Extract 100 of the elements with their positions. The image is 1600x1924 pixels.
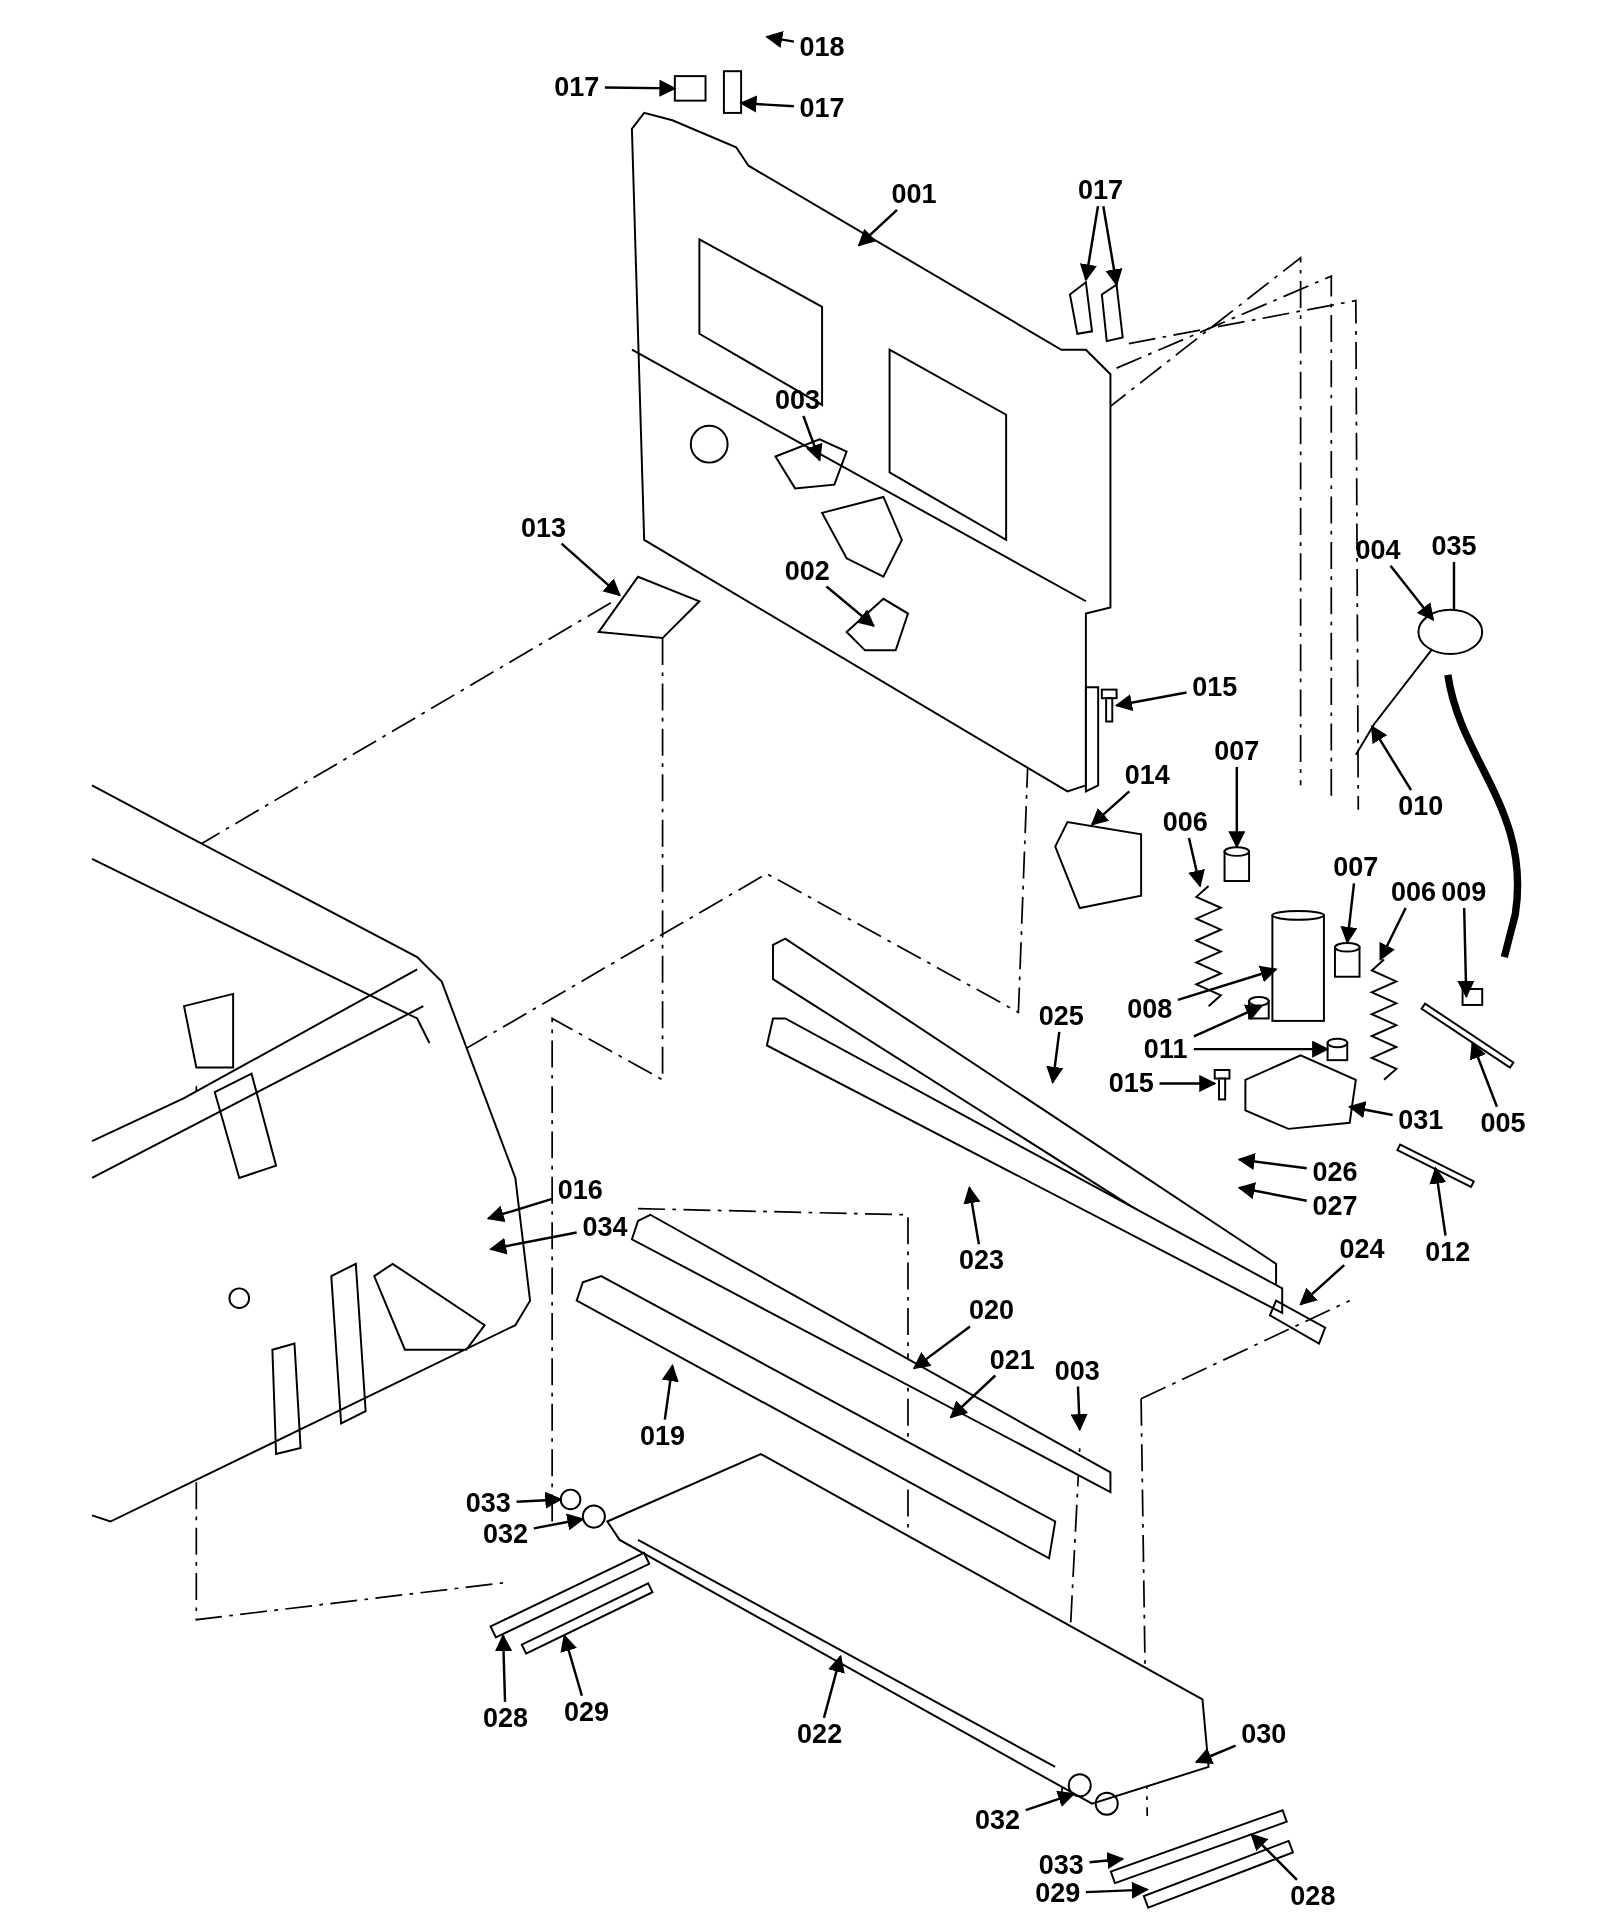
callout-number: 033 (1038, 1851, 1084, 1879)
leader-line (560, 1633, 584, 1697)
callout-number: 012 (1425, 1238, 1471, 1266)
callout-number: 022 (797, 1720, 843, 1748)
leader-line (857, 208, 898, 247)
pin (1420, 1002, 1515, 1069)
leader-line (1379, 907, 1407, 962)
callout-number: 019 (640, 1422, 686, 1450)
callout-number: 002 (784, 557, 830, 585)
leader-line (560, 542, 621, 597)
callout-number: 003 (775, 386, 821, 414)
spring (1193, 884, 1224, 1008)
callout-number: 028 (483, 1704, 529, 1732)
callout-number: 026 (1312, 1158, 1358, 1186)
leader-line (1469, 1041, 1499, 1108)
bolt (1213, 1069, 1231, 1101)
cylinder (1271, 910, 1325, 1022)
leader-line (1299, 1264, 1346, 1306)
leader-line (1025, 1790, 1076, 1812)
leader-line (1457, 908, 1475, 999)
leader-line (1177, 965, 1278, 1002)
leader-line (486, 1197, 553, 1223)
callout-number: 032 (975, 1806, 1021, 1834)
callout-number: 023 (959, 1246, 1005, 1274)
leader-line (949, 1374, 997, 1419)
leader-line (963, 1186, 981, 1245)
leader-line (516, 1491, 563, 1509)
leader-line (1159, 1074, 1217, 1093)
bushing (581, 1504, 606, 1529)
spacer (1334, 942, 1361, 978)
channel-bracket (489, 1551, 651, 1639)
callout-number: 015 (1192, 673, 1238, 701)
spring (1369, 958, 1399, 1081)
leader-line (1429, 1166, 1447, 1236)
leader-line (1452, 562, 1456, 610)
leader-line (1250, 1833, 1298, 1881)
spacer (1326, 1037, 1349, 1062)
callout-number: 034 (582, 1213, 628, 1241)
callout-number: 017 (554, 73, 600, 101)
channel-bracket (1109, 1808, 1288, 1885)
leader-line (1085, 1881, 1149, 1899)
callout-number: 028 (1290, 1882, 1336, 1910)
callout-number: 005 (1480, 1109, 1526, 1137)
leader-line (1187, 837, 1205, 888)
callout-number: 007 (1333, 854, 1379, 881)
callout-number: 003 (1054, 1357, 1100, 1385)
callout-number: 007 (1214, 737, 1260, 765)
leader-line (604, 79, 677, 97)
callout-number: 031 (1398, 1106, 1444, 1134)
callout-number: 029 (563, 1698, 610, 1726)
callout-number: 010 (1398, 792, 1444, 820)
callout-number: 013 (521, 514, 567, 542)
callout-number: 025 (1038, 1002, 1084, 1030)
leader-line (494, 1633, 513, 1702)
leader-line (912, 1325, 971, 1370)
callout-number: 006 (1390, 878, 1436, 906)
mounting-bracket (722, 70, 743, 114)
leader-line (1193, 1004, 1263, 1038)
callout-number: 017 (799, 94, 845, 122)
leader-line (1389, 564, 1435, 621)
callout-number: 032 (483, 1520, 529, 1548)
callout-number: 021 (989, 1346, 1035, 1373)
callout-number: 008 (1127, 995, 1173, 1023)
callout-number: 014 (1124, 761, 1170, 789)
leader-line (1070, 1386, 1088, 1432)
leader-line (1102, 205, 1123, 287)
callout-number: 004 (1355, 536, 1401, 564)
callout-number: 035 (1431, 532, 1477, 560)
leader-line (1090, 790, 1131, 826)
leader-line (822, 1654, 845, 1719)
leader-line (1340, 883, 1358, 945)
callout-number: 017 (1078, 176, 1124, 204)
leader-line (739, 95, 794, 113)
callout-number: 020 (968, 1296, 1014, 1324)
leader-line (1089, 1851, 1125, 1869)
callout-number: 024 (1339, 1235, 1385, 1263)
callout-number: 030 (1241, 1720, 1287, 1748)
leader-line (533, 1513, 585, 1531)
leader-line (1228, 766, 1246, 849)
leader-line (489, 1231, 577, 1255)
bolt (1100, 688, 1118, 723)
callout-number: 027 (1312, 1192, 1358, 1220)
leader-line (1046, 1031, 1064, 1084)
leader-line (825, 585, 875, 627)
leader-line (1193, 1040, 1330, 1058)
leader-line (802, 415, 823, 462)
leader-line (661, 1364, 679, 1420)
callout-number: 029 (1035, 1879, 1081, 1907)
pin (1396, 1143, 1476, 1189)
leader-line (1237, 1153, 1307, 1171)
callout-number: 033 (465, 1489, 511, 1517)
filler-head (1417, 608, 1484, 655)
leader-line (1370, 724, 1413, 791)
washer (559, 1488, 582, 1511)
callout-number: 011 (1143, 1035, 1188, 1063)
callout-number: 001 (891, 180, 937, 208)
callout-number: 006 (1162, 808, 1208, 836)
callout-number: 018 (799, 33, 845, 61)
leader-line (1194, 1744, 1237, 1764)
spacer (1223, 846, 1251, 882)
